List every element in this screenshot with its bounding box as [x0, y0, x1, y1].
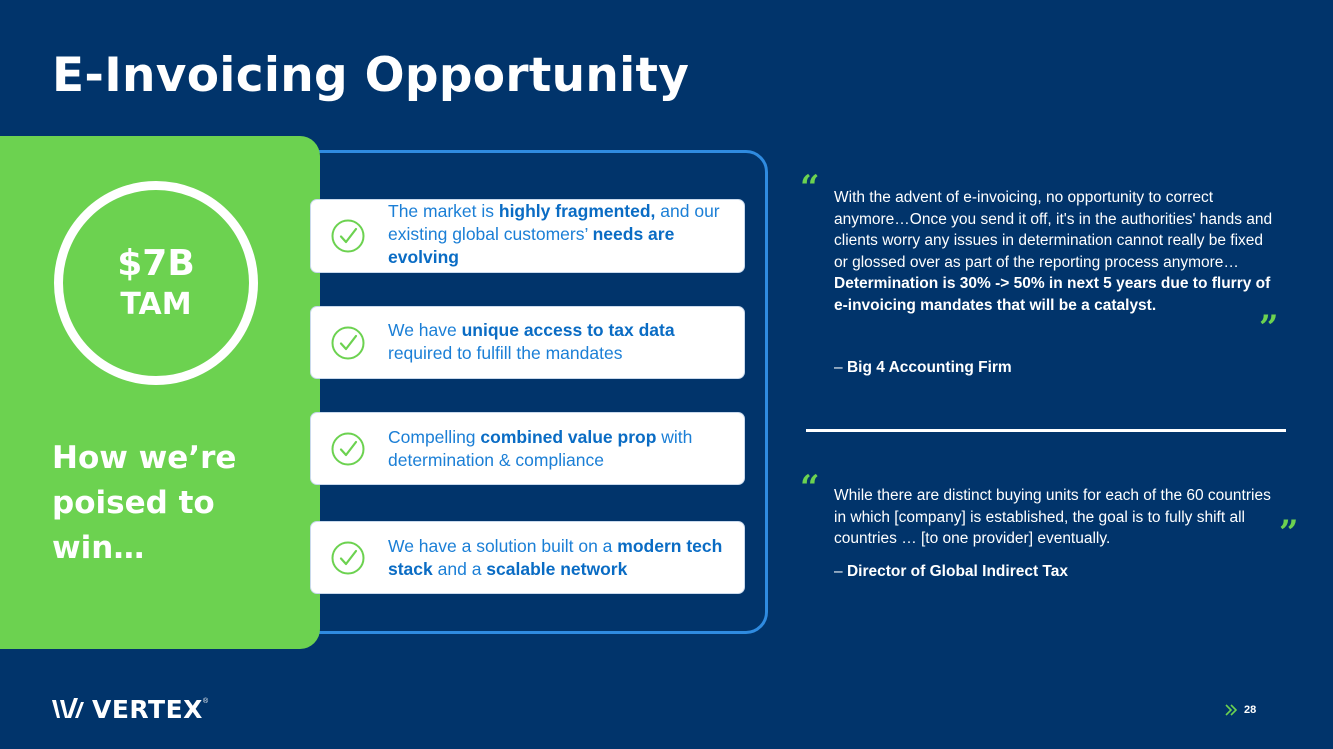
registered-mark: ® [202, 698, 209, 705]
page-number-text: 28 [1244, 704, 1257, 716]
poised-heading: How we’re poised to win… [52, 436, 317, 571]
poised-line-2: poised to win… [52, 485, 215, 566]
benefit-text: Compelling combined value prop with dete… [388, 427, 693, 470]
close-quote-icon: ” [1259, 308, 1279, 348]
open-quote-icon: “ [800, 168, 820, 208]
quote-1-text: With the advent of e-invoicing, no oppor… [834, 189, 1273, 314]
quote-divider [806, 429, 1286, 432]
check-circle-icon [331, 326, 365, 360]
benefit-card-1: The market is highly fragmented, and our… [310, 199, 745, 273]
benefit-text: The market is highly fragmented, and our… [388, 201, 720, 267]
quote-2-text: While there are distinct buying units fo… [834, 487, 1271, 547]
check-circle-icon [331, 541, 365, 575]
benefit-card-2: We have unique access to tax data requir… [310, 306, 745, 379]
tam-amount: $7B [117, 243, 195, 284]
page-title: E-Invoicing Opportunity [52, 48, 690, 103]
double-chevron-right-icon [1225, 704, 1238, 716]
quote-2-attribution: – Director of Global Indirect Tax [834, 563, 1068, 580]
vertex-wordmark: VERTEX [92, 694, 203, 724]
close-quote-icon: ” [1279, 513, 1299, 553]
check-circle-icon [331, 219, 365, 253]
vertex-mark-icon [52, 698, 84, 718]
check-circle-icon [331, 432, 365, 466]
benefit-card-4: We have a solution built on a modern tec… [310, 521, 745, 594]
quote-1-attribution: – Big 4 Accounting Firm [834, 359, 1012, 376]
open-quote-icon: “ [800, 468, 820, 508]
poised-line-1: How we’re [52, 440, 237, 476]
benefit-card-3: Compelling combined value prop with dete… [310, 412, 745, 485]
benefit-text: We have unique access to tax data requir… [388, 320, 675, 363]
page-number: 28 [1224, 701, 1256, 719]
vertex-logo: VERTEX ® [50, 694, 208, 724]
tam-label: TAM [120, 287, 192, 322]
benefit-text: We have a solution built on a modern tec… [388, 536, 723, 579]
tam-circle: $7B TAM [54, 181, 258, 385]
